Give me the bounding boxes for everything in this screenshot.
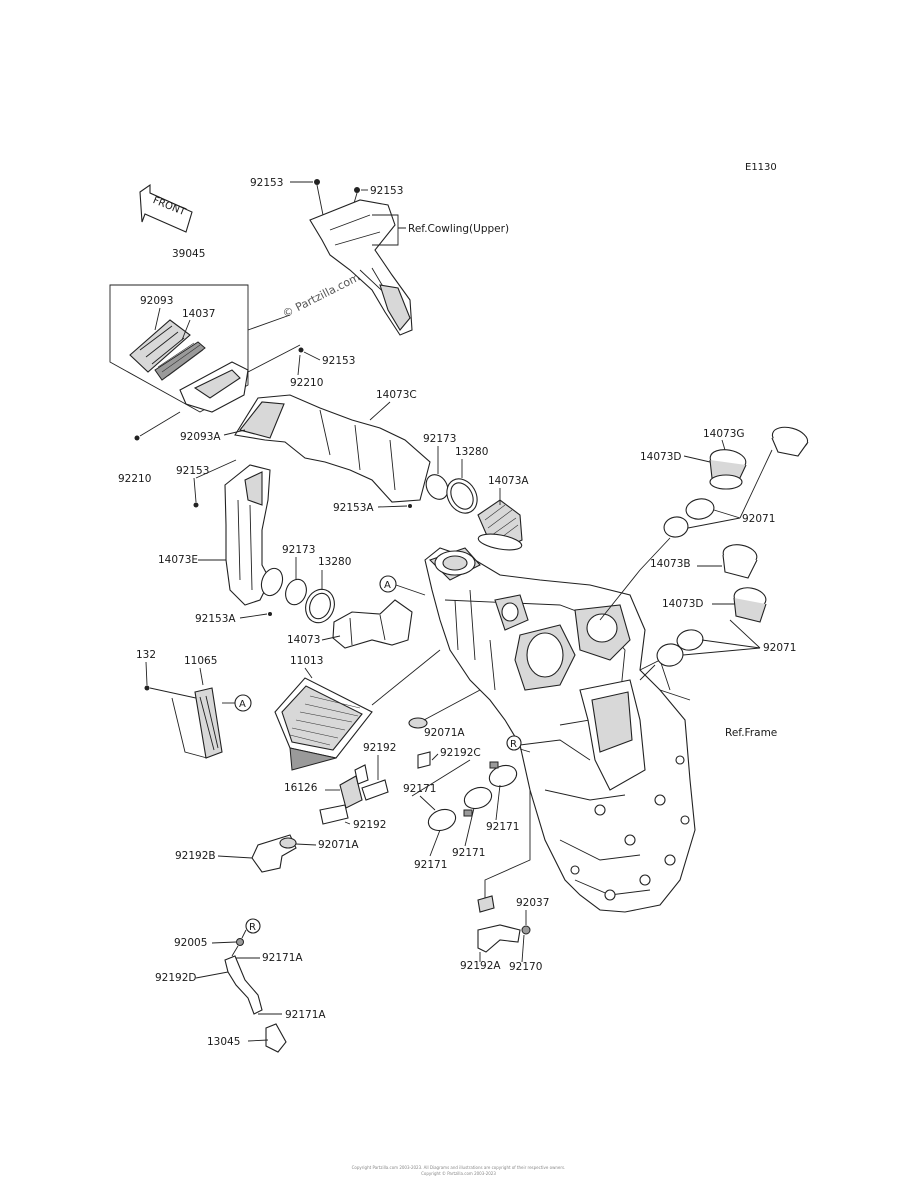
part-label-92153a-upper[interactable]: 92153A <box>333 502 374 514</box>
part-label-92170[interactable]: 92170 <box>509 961 542 973</box>
part-label-92173-lower[interactable]: 92173 <box>282 544 315 556</box>
part-label-92071a-low[interactable]: 92071A <box>318 839 359 851</box>
part-label-92153-top-left[interactable]: 92153 <box>250 177 283 189</box>
air-duct-14073c <box>234 394 431 503</box>
part-label-92192-top[interactable]: 92192 <box>363 742 396 754</box>
screw-icon <box>314 179 360 193</box>
clip-92037 <box>521 925 531 935</box>
part-label-92093a[interactable]: 92093A <box>180 431 221 443</box>
reference-frame[interactable]: Ref.Frame <box>725 727 777 739</box>
part-label-14073d-low[interactable]: 14073D <box>662 598 704 610</box>
callout-a-marker-upper <box>379 575 397 593</box>
callout-a-label-lower: A <box>239 699 246 710</box>
part-label-14073a[interactable]: 14073A <box>488 475 529 487</box>
part-label-14073b[interactable]: 14073B <box>650 558 691 570</box>
part-label-92192b[interactable]: 92192B <box>175 850 216 862</box>
hose-92192c <box>417 751 431 769</box>
hose-92192a <box>477 924 521 953</box>
copyright-footer: Copyright Partzilla.com 2003-2023. All D… <box>250 1165 667 1177</box>
part-label-92173-upper[interactable]: 92173 <box>423 433 456 445</box>
callout-r-marker-upper <box>506 735 522 751</box>
part-label-92192a[interactable]: 92192A <box>460 960 501 972</box>
air-filter-11013 <box>274 677 373 771</box>
part-label-92153-left[interactable]: 92153 <box>176 465 209 477</box>
part-label-11065[interactable]: 11065 <box>184 655 217 667</box>
part-label-92171-b[interactable]: 92171 <box>486 821 519 833</box>
part-label-16126[interactable]: 16126 <box>284 782 318 794</box>
part-label-92071a-mid[interactable]: 92071A <box>424 727 465 739</box>
callout-a-label-upper: A <box>384 580 391 591</box>
part-label-92192c[interactable]: 92192C <box>440 747 481 759</box>
part-label-92037[interactable]: 92037 <box>516 897 549 909</box>
part-label-92171a-top[interactable]: 92171A <box>262 952 303 964</box>
part-label-92192d[interactable]: 92192D <box>155 972 197 984</box>
part-label-92093[interactable]: 92093 <box>140 295 173 307</box>
part-label-92171-d[interactable]: 92171 <box>414 859 447 871</box>
footer-line-1: Copyright Partzilla.com 2003-2023. All D… <box>351 1165 566 1170</box>
cowling-bracket <box>309 199 413 336</box>
part-label-92210-left[interactable]: 92210 <box>118 473 151 485</box>
part-label-92153a-lower[interactable]: 92153A <box>195 613 236 625</box>
part-label-39045[interactable]: 39045 <box>172 248 205 260</box>
intake-elbow-14073 <box>332 599 413 649</box>
air-duct-92093a <box>179 361 249 413</box>
part-label-92210-upper[interactable]: 92210 <box>290 377 323 389</box>
part-label-132[interactable]: 132 <box>136 649 156 661</box>
drain-cap-13045 <box>265 1023 287 1053</box>
part-label-14073[interactable]: 14073 <box>287 634 320 646</box>
callout-r-marker-lower <box>245 918 261 934</box>
watermark: © Partzilla.com <box>280 271 362 321</box>
callout-r-label-lower: R <box>249 922 256 933</box>
fitting-92005 <box>236 938 244 946</box>
part-label-92005[interactable]: 92005 <box>174 937 207 949</box>
callout-r-label-upper: R <box>510 739 517 750</box>
fitting-92192a <box>477 895 495 913</box>
footer-line-2: Copyright © Partzilla.com 2003-2023 <box>421 1171 496 1176</box>
part-label-14073g-top[interactable]: 14073G <box>703 428 745 440</box>
clamps-92171 <box>427 761 518 832</box>
front-arrow-badge: FRONT <box>139 183 193 233</box>
part-label-14073c[interactable]: 14073C <box>376 389 417 401</box>
part-label-92171-c[interactable]: 92171 <box>452 847 485 859</box>
part-label-92192-mid[interactable]: 92192 <box>353 819 386 831</box>
valve-16126 <box>319 764 389 825</box>
grommet-92071a-low <box>279 837 297 849</box>
air-duct-14073e <box>224 464 284 606</box>
intake-elbow-14073a <box>477 499 523 551</box>
part-label-13045[interactable]: 13045 <box>207 1036 240 1048</box>
part-label-92071-top[interactable]: 92071 <box>742 513 775 525</box>
hose-92192d <box>224 955 263 1015</box>
part-label-92171a-low[interactable]: 92171A <box>285 1009 326 1021</box>
part-label-92071-low[interactable]: 92071 <box>763 642 796 654</box>
airbox-frame <box>424 547 696 913</box>
diagram-code: E1130 <box>745 162 777 173</box>
reference-cowling-upper[interactable]: Ref.Cowling(Upper) <box>408 223 509 235</box>
cover-plate-11065 <box>194 687 223 759</box>
velocity-stack-lower <box>656 544 767 667</box>
grommet-92071a <box>408 717 428 729</box>
part-label-13280-upper[interactable]: 13280 <box>455 446 488 458</box>
part-label-92153-mid[interactable]: 92153 <box>322 355 355 367</box>
velocity-stack-upper <box>663 426 809 538</box>
part-label-11013[interactable]: 11013 <box>290 655 323 667</box>
part-label-92171-a[interactable]: 92171 <box>403 783 436 795</box>
part-label-92153-top-right[interactable]: 92153 <box>370 185 403 197</box>
part-label-14037[interactable]: 14037 <box>182 308 215 320</box>
part-label-14073d-top[interactable]: 14073D <box>640 451 682 463</box>
part-label-14073e[interactable]: 14073E <box>158 554 198 566</box>
part-label-13280-lower[interactable]: 13280 <box>318 556 351 568</box>
